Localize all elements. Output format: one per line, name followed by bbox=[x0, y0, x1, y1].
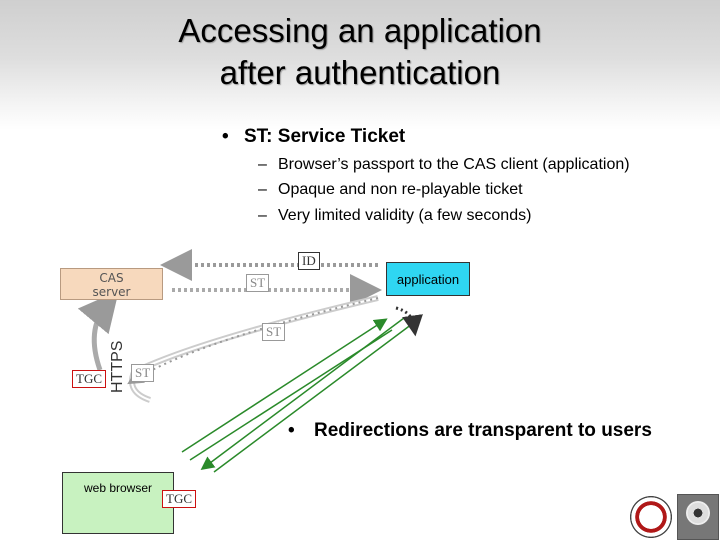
browser-to-app-outer bbox=[181, 318, 388, 453]
bullet-redirections: • Redirections are transparent to users bbox=[288, 420, 652, 442]
app-dotted-arc bbox=[395, 306, 423, 337]
st-redirect-arrow-dotted bbox=[127, 297, 379, 385]
app-to-browser-outer bbox=[213, 323, 413, 473]
sub-bullet-dash: – bbox=[258, 156, 267, 173]
bullet-dot: • bbox=[288, 420, 295, 441]
bullet-text: ST: Service Ticket bbox=[244, 126, 406, 147]
application-box: application bbox=[386, 262, 470, 296]
id-tag: ID bbox=[298, 252, 320, 270]
slide-title: Accessing an application after authentic… bbox=[0, 10, 720, 94]
bullet-service-ticket: • ST: Service Ticket bbox=[222, 126, 405, 148]
title-line-1: Accessing an application bbox=[178, 12, 542, 49]
cas-server-label-2: server bbox=[92, 285, 131, 299]
cas-server-box: CAS server bbox=[60, 268, 163, 300]
cas-server-label-1: CAS bbox=[99, 271, 124, 285]
university-seal-logo bbox=[628, 494, 674, 540]
web-browser-label: web browser bbox=[83, 481, 153, 495]
application-label: application bbox=[396, 272, 460, 287]
st-redirect-to-browser-inner bbox=[131, 297, 379, 401]
sub-bullet-text: Opaque and non re-playable ticket bbox=[278, 181, 523, 198]
web-browser-box: web browser bbox=[62, 472, 174, 534]
sub-bullet-validity: –Very limited validity (a few seconds) bbox=[258, 207, 531, 225]
st-tag-left: ST bbox=[131, 364, 155, 382]
tgc-tag-browser: TGC bbox=[162, 490, 196, 508]
sub-bullet-text: Browser’s passport to the CAS client (ap… bbox=[278, 156, 630, 173]
sub-bullet-dash: – bbox=[258, 207, 267, 224]
app-to-browser-inner bbox=[200, 317, 405, 471]
sub-bullet-passport: –Browser’s passport to the CAS client (a… bbox=[258, 156, 630, 174]
sub-bullet-opaque: –Opaque and non re-playable ticket bbox=[258, 181, 523, 199]
bullet-dot: • bbox=[222, 126, 229, 147]
title-line-2: after authentication bbox=[219, 54, 501, 91]
tgc-tag-left: TGC bbox=[72, 370, 106, 388]
https-label: HTTPS bbox=[109, 340, 126, 394]
sub-bullet-dash: – bbox=[258, 181, 267, 198]
https-arc bbox=[77, 290, 119, 371]
institute-badge-logo bbox=[677, 494, 719, 540]
badge-emblem-icon bbox=[686, 501, 710, 525]
header-band bbox=[0, 0, 720, 130]
sub-bullet-text: Very limited validity (a few seconds) bbox=[278, 207, 532, 224]
st-tag-middle: ST bbox=[262, 323, 286, 341]
bullet-text: Redirections are transparent to users bbox=[314, 420, 652, 441]
st-tag-top: ST bbox=[246, 274, 270, 292]
